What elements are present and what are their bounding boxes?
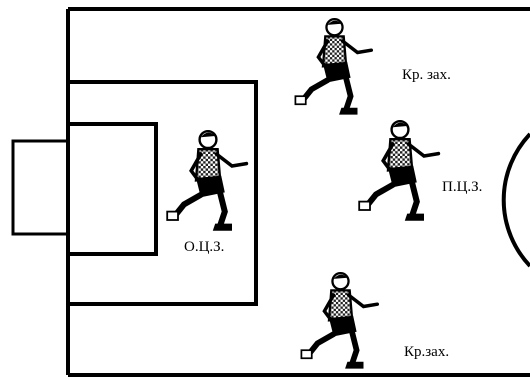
goal [11, 139, 70, 236]
label-right-back: Кр.зах. [404, 344, 449, 360]
label-right-center-back: П.Ц.З. [442, 179, 482, 195]
field-markings [11, 7, 530, 377]
label-bg-right-center-back [440, 174, 500, 196]
penalty-area [66, 80, 258, 306]
player-right-back [301, 273, 377, 368]
label-left-center-back: О.Ц.З. [184, 239, 224, 255]
player-left-back [295, 19, 371, 114]
label-left-back: Кр. зах. [402, 67, 451, 83]
center-circle-arc [501, 132, 530, 268]
goal-area [66, 122, 158, 256]
player-left-center-back [167, 131, 246, 231]
player-right-center-back [359, 121, 438, 221]
